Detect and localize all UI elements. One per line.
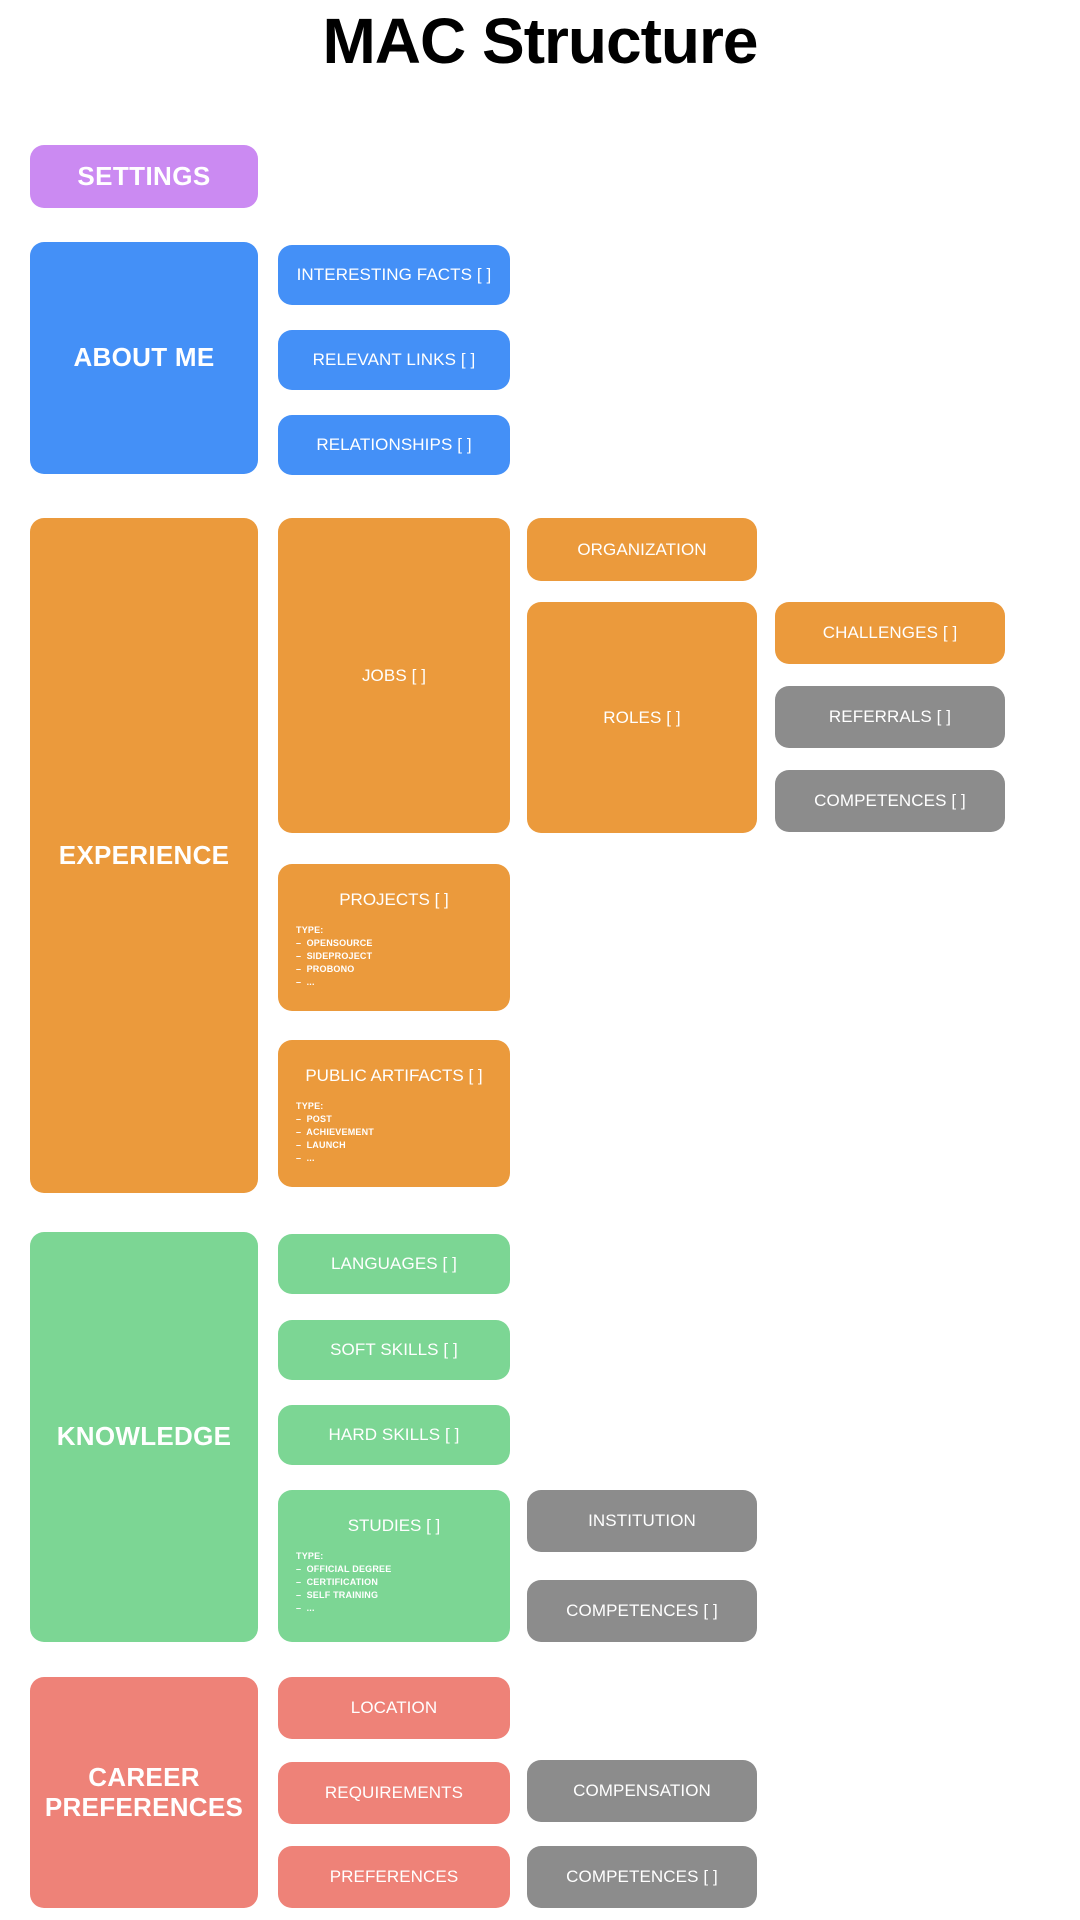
type-item: SIDEPROJECT	[296, 950, 510, 963]
type-heading: TYPE:	[296, 1100, 324, 1111]
type-item: ...	[296, 1602, 510, 1615]
node-knowledge-competences-label: COMPETENCES [ ]	[566, 1601, 718, 1621]
node-projects[interactable]: PROJECTS [ ] TYPE: OPENSOURCE SIDEPROJEC…	[278, 864, 510, 1011]
node-soft-skills-label: SOFT SKILLS [ ]	[330, 1340, 458, 1360]
node-public-artifacts[interactable]: PUBLIC ARTIFACTS [ ] TYPE: POST ACHIEVEM…	[278, 1040, 510, 1187]
node-location[interactable]: LOCATION	[278, 1677, 510, 1739]
type-item: LAUNCH	[296, 1139, 510, 1152]
node-hard-skills[interactable]: HARD SKILLS [ ]	[278, 1405, 510, 1465]
node-relevant-links[interactable]: RELEVANT LINKS [ ]	[278, 330, 510, 390]
node-languages[interactable]: LANGUAGES [ ]	[278, 1234, 510, 1294]
node-about-me-label: ABOUT ME	[73, 342, 215, 373]
node-jobs-label: JOBS [ ]	[361, 665, 427, 685]
type-item: CERTIFICATION	[296, 1576, 510, 1589]
node-organization[interactable]: ORGANIZATION	[527, 518, 757, 581]
type-item: OPENSOURCE	[296, 937, 510, 950]
node-career-competences-label: COMPETENCES [ ]	[566, 1867, 718, 1887]
node-roles[interactable]: ROLES [ ]	[527, 602, 757, 833]
type-item: SELF TRAINING	[296, 1589, 510, 1602]
node-experience-competences[interactable]: COMPETENCES [ ]	[775, 770, 1005, 832]
type-item: POST	[296, 1113, 510, 1126]
node-public-artifacts-label: PUBLIC ARTIFACTS [ ]	[305, 1066, 483, 1085]
type-item: ACHIEVEMENT	[296, 1126, 510, 1139]
node-studies-label: STUDIES [ ]	[347, 1516, 441, 1535]
type-heading: TYPE:	[296, 924, 324, 935]
node-studies-type-list: TYPE: OFFICIAL DEGREE CERTIFICATION SELF…	[278, 1550, 510, 1615]
node-soft-skills[interactable]: SOFT SKILLS [ ]	[278, 1320, 510, 1380]
node-experience-label: EXPERIENCE	[58, 839, 230, 870]
node-projects-label: PROJECTS [ ]	[339, 890, 449, 909]
node-career-competences[interactable]: COMPETENCES [ ]	[527, 1846, 757, 1908]
node-relationships[interactable]: RELATIONSHIPS [ ]	[278, 415, 510, 475]
node-knowledge[interactable]: KNOWLEDGE	[30, 1232, 258, 1642]
node-compensation[interactable]: COMPENSATION	[527, 1760, 757, 1822]
node-requirements-label: REQUIREMENTS	[324, 1783, 464, 1803]
node-projects-type-list: TYPE: OPENSOURCE SIDEPROJECT PROBONO ...	[278, 924, 510, 989]
type-item: ...	[296, 976, 510, 989]
node-compensation-label: COMPENSATION	[573, 1781, 711, 1801]
node-career-preferences[interactable]: CAREER PREFERENCES	[30, 1677, 258, 1908]
node-roles-label: ROLES [ ]	[603, 707, 681, 727]
node-hard-skills-label: HARD SKILLS [ ]	[328, 1425, 460, 1445]
node-referrals-label: REFERRALS [ ]	[828, 707, 952, 727]
node-relationships-label: RELATIONSHIPS [ ]	[316, 435, 472, 455]
node-career-preferences-label: CAREER PREFERENCES	[44, 1761, 244, 1822]
node-settings-label: SETTINGS	[77, 160, 211, 191]
type-heading: TYPE:	[296, 1550, 324, 1561]
node-organization-label: ORGANIZATION	[577, 539, 707, 559]
node-experience-competences-label: COMPETENCES [ ]	[814, 791, 966, 811]
node-preferences-label: PREFERENCES	[329, 1867, 459, 1887]
node-relevant-links-label: RELEVANT LINKS [ ]	[312, 350, 476, 370]
type-item: PROBONO	[296, 963, 510, 976]
node-challenges-label: CHALLENGES [ ]	[822, 623, 958, 643]
node-knowledge-label: KNOWLEDGE	[56, 1421, 232, 1452]
node-preferences[interactable]: PREFERENCES	[278, 1846, 510, 1908]
node-about-me[interactable]: ABOUT ME	[30, 242, 258, 474]
node-public-artifacts-type-list: TYPE: POST ACHIEVEMENT LAUNCH ...	[278, 1100, 510, 1165]
node-institution[interactable]: INSTITUTION	[527, 1490, 757, 1552]
type-item: OFFICIAL DEGREE	[296, 1563, 510, 1576]
node-location-label: LOCATION	[350, 1698, 438, 1718]
page-title: MAC Structure	[322, 5, 758, 77]
node-requirements[interactable]: REQUIREMENTS	[278, 1762, 510, 1824]
node-studies[interactable]: STUDIES [ ] TYPE: OFFICIAL DEGREE CERTIF…	[278, 1490, 510, 1642]
node-experience[interactable]: EXPERIENCE	[30, 518, 258, 1193]
type-item: ...	[296, 1152, 510, 1165]
node-referrals[interactable]: REFERRALS [ ]	[775, 686, 1005, 748]
node-knowledge-competences[interactable]: COMPETENCES [ ]	[527, 1580, 757, 1642]
node-challenges[interactable]: CHALLENGES [ ]	[775, 602, 1005, 664]
node-interesting-facts[interactable]: INTERESTING FACTS [ ]	[278, 245, 510, 305]
node-jobs[interactable]: JOBS [ ]	[278, 518, 510, 833]
node-institution-label: INSTITUTION	[588, 1511, 696, 1531]
node-interesting-facts-label: INTERESTING FACTS [ ]	[296, 265, 492, 285]
node-languages-label: LANGUAGES [ ]	[330, 1254, 457, 1274]
node-settings[interactable]: SETTINGS	[30, 145, 258, 208]
